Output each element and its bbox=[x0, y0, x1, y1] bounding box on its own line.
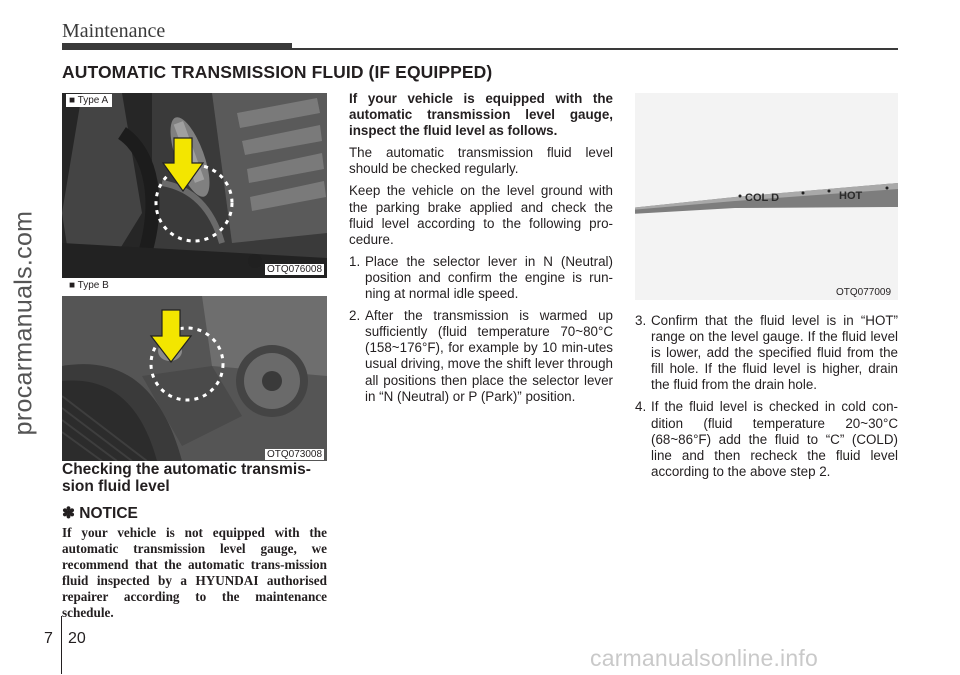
paragraph-check-regularly: The automatic transmission fluid level s… bbox=[349, 145, 613, 177]
step-text: After the transmission is warmed up suff… bbox=[365, 308, 613, 404]
figure-type-b-tag: ■ Type B bbox=[66, 279, 113, 292]
list-item: 3. Confirm that the fluid level is in “H… bbox=[635, 313, 898, 393]
step-text: Place the selector lever in N (Neutral) … bbox=[365, 253, 613, 302]
step-text: Confirm that the fluid level is in “HOT”… bbox=[651, 313, 898, 393]
step-number: 2. bbox=[349, 308, 361, 324]
intro-paragraph: If your vehicle is equipped with the aut… bbox=[349, 91, 613, 139]
side-watermark-text: procarmanuals.com bbox=[9, 210, 38, 436]
engine-bay-photo-a bbox=[62, 93, 327, 278]
figure-type-b bbox=[62, 296, 327, 461]
steps-list-right: 3. Confirm that the fluid level is in “H… bbox=[635, 313, 898, 480]
list-item: 4. If the fluid level is checked in cold… bbox=[635, 399, 898, 479]
step-number: 4. bbox=[635, 399, 647, 415]
figure-type-a-code: OTQ076008 bbox=[265, 264, 325, 275]
footer-divider bbox=[61, 616, 63, 674]
notice-title: ✽ NOTICE bbox=[62, 505, 138, 522]
steps-list-middle: 1. Place the selector lever in N (Neutra… bbox=[349, 254, 613, 405]
list-item: 2. After the transmission is warmed up s… bbox=[349, 308, 613, 405]
figure-type-a bbox=[62, 93, 327, 278]
figure-type-a-tag: ■ Type A bbox=[66, 94, 113, 107]
engine-bay-photo-b bbox=[62, 296, 327, 461]
subheading: Checking the automatic transmis-sion flu… bbox=[62, 461, 311, 495]
header-rule-thick bbox=[62, 43, 292, 50]
step-text: If the fluid level is checked in cold co… bbox=[651, 399, 898, 479]
figure-dipstick-code: OTQ077009 bbox=[836, 287, 892, 298]
notice-body: If your vehicle is not equipped with the… bbox=[62, 525, 327, 621]
section-title: AUTOMATIC TRANSMISSION FLUID (IF EQUIPPE… bbox=[62, 62, 493, 82]
dipstick-cold-label: COL D bbox=[745, 192, 779, 204]
step-number: 3. bbox=[635, 313, 647, 328]
footer-watermark: carmanualsonline.info bbox=[590, 645, 818, 671]
page-number: 20 bbox=[68, 630, 86, 647]
dipstick-hot-label: HOT bbox=[839, 190, 863, 202]
header-rule-thin bbox=[292, 48, 898, 50]
middle-column: If your vehicle is equipped with the aut… bbox=[349, 91, 613, 411]
running-header-title: Maintenance bbox=[62, 20, 166, 42]
right-column: 3. Confirm that the fluid level is in “H… bbox=[635, 313, 898, 486]
chapter-number: 7 bbox=[44, 630, 53, 647]
paragraph-level-ground: Keep the vehicle on the level ground wit… bbox=[349, 183, 613, 247]
figure-type-b-code: OTQ073008 bbox=[265, 449, 325, 460]
figure-dipstick: COL D HOT bbox=[635, 93, 898, 300]
step-number: 1. bbox=[349, 253, 361, 269]
dipstick-photo: COL D HOT bbox=[635, 93, 898, 300]
side-watermark: procarmanuals.com bbox=[4, 0, 44, 675]
list-item: 1. Place the selector lever in N (Neutra… bbox=[349, 254, 613, 302]
